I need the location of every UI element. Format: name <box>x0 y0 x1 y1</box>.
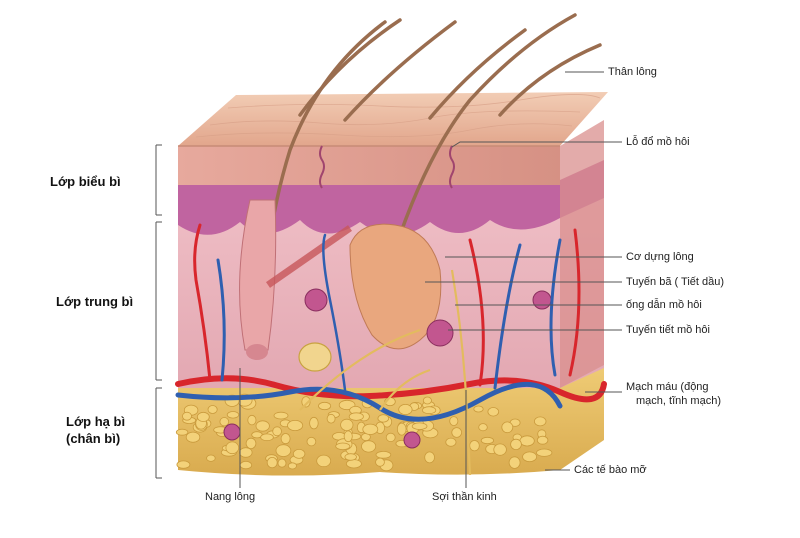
fat-cell <box>266 456 278 469</box>
callout-hair-shaft: Thân lông <box>608 66 657 78</box>
hair-follicle-left <box>239 199 277 351</box>
fat-cell <box>493 443 507 456</box>
fat-cell <box>207 405 218 414</box>
fat-cell <box>277 458 287 468</box>
fat-cell <box>396 422 407 436</box>
fat-cell <box>445 437 457 447</box>
fat-cell <box>473 405 484 413</box>
fat-cell <box>239 460 253 470</box>
fat-cell <box>335 442 351 450</box>
fat-cell <box>343 430 353 443</box>
fat-cell <box>534 416 547 427</box>
fat-cell <box>255 420 270 432</box>
fat-cell <box>245 437 257 449</box>
label-hypodermis-line2: (chân bì) <box>66 431 121 446</box>
fat-cell <box>309 416 319 430</box>
callout-sweat-gland: Tuyến tiết mồ hôi <box>626 324 710 336</box>
fat-cell <box>487 407 500 417</box>
callout-arrector-pili: Cơ dựng lông <box>626 251 694 263</box>
skin-surface <box>178 92 608 146</box>
fat-cell <box>536 448 553 457</box>
fat-cell <box>519 435 535 447</box>
fat-cell <box>449 416 459 427</box>
fat-cell <box>451 427 463 438</box>
fat-cell <box>292 448 306 459</box>
fat-cell <box>287 419 304 431</box>
fat-cell <box>340 418 354 431</box>
fat-cell <box>480 436 494 445</box>
fat-cell <box>422 396 432 405</box>
fat-cell <box>206 454 216 462</box>
label-hypodermis: Lớp hạ bì (chân bì) <box>66 413 125 447</box>
layer-brackets <box>155 144 162 479</box>
fat-cell <box>398 403 413 415</box>
sebaceous-gland <box>349 223 442 350</box>
callout-fat-cells: Các tế bào mỡ <box>574 464 647 476</box>
fat-cell <box>287 462 297 470</box>
fat-cell <box>536 435 549 445</box>
fat-cell <box>501 421 514 434</box>
basal-layer <box>178 160 604 235</box>
fat-cell <box>326 413 336 424</box>
callout-hair-follicle: Nang lông <box>205 491 256 503</box>
fat-cell <box>275 444 292 457</box>
fat-cell <box>316 454 332 468</box>
epidermis-band <box>178 146 560 185</box>
fat-cell <box>182 411 192 421</box>
fat-cell <box>196 411 210 422</box>
fat-cell <box>478 423 488 432</box>
fat-cell <box>273 411 289 420</box>
block-side-face <box>560 120 604 388</box>
callout-leaders <box>239 71 622 488</box>
fat-cell <box>361 440 377 453</box>
callout-sweat-pore: Lỗ đổ mồ hôi <box>626 136 690 148</box>
callout-blood-vessels-line2: mạch, tĩnh mạch) <box>636 395 721 407</box>
fat-cell <box>301 396 311 408</box>
fat-cell <box>280 433 291 445</box>
fat-cell <box>226 411 240 419</box>
fat-cell <box>411 422 428 430</box>
fat-cell <box>424 451 435 464</box>
fat-cell <box>510 438 522 450</box>
fat-cell <box>185 431 201 443</box>
label-epidermis: Lớp biểu bì <box>50 174 121 189</box>
fat-cell <box>219 417 230 427</box>
fat-cell <box>344 453 357 461</box>
fat-cell <box>377 414 390 423</box>
fat-cell <box>375 457 385 467</box>
fat-cell <box>421 406 437 415</box>
callout-blood-vessels: Mạch máu (động mạch, tĩnh mạch) <box>626 380 721 408</box>
fat-cell <box>522 451 537 463</box>
fat-cell <box>508 456 521 469</box>
fat-cell <box>318 401 332 411</box>
callout-sebaceous-gland: Tuyến bã ( Tiết dầu) <box>626 276 725 288</box>
label-dermis: Lớp trung bì <box>56 294 134 309</box>
fat-cell <box>272 426 282 437</box>
fat-cell <box>239 447 253 458</box>
fat-cell <box>345 459 362 469</box>
callout-blood-vessels-line1: Mạch máu (động <box>626 381 709 393</box>
label-hypodermis-line1: Lớp hạ bì <box>66 414 126 429</box>
fat-cell <box>375 450 392 459</box>
callout-sweat-duct: ống dẫn mồ hôi <box>626 299 702 311</box>
fat-cell <box>247 414 257 426</box>
hair-shafts <box>260 13 602 347</box>
callout-nerve-fiber: Sợi thần kinh <box>432 491 497 503</box>
fat-cell <box>260 433 274 442</box>
fat-cell <box>306 436 317 447</box>
fat-cell <box>225 441 240 455</box>
fat-cell <box>385 432 396 442</box>
fat-cell <box>348 412 364 421</box>
fat-cell <box>175 428 189 436</box>
fat-cell <box>176 460 191 469</box>
fat-cell <box>362 423 379 435</box>
fat-cell <box>469 440 480 452</box>
fat-cells <box>175 393 553 472</box>
nerve-fibers <box>299 269 472 476</box>
